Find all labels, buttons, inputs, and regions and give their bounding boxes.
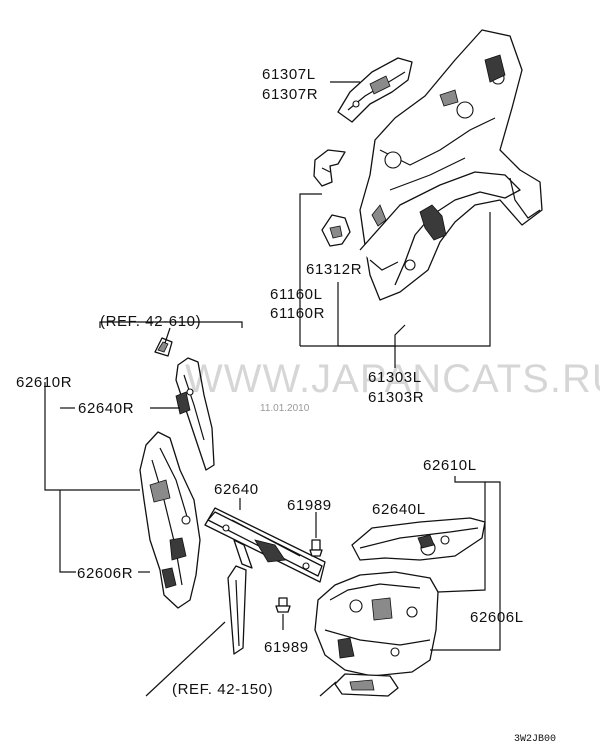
part-ref-42-610-clip	[154, 337, 173, 357]
label-61303L: 61303L	[368, 369, 422, 386]
label-61989-bottom: 61989	[264, 639, 309, 656]
label-61160R: 61160R	[270, 305, 325, 322]
label-61303R: 61303R	[368, 389, 424, 406]
label-62610R: 62610R	[16, 374, 72, 391]
leaders-upper	[299, 81, 491, 368]
date-stamp: 11.01.2010	[260, 403, 310, 414]
part-61160-clip	[313, 149, 346, 187]
part-62640L-rail	[351, 517, 486, 561]
diagram-code: 3W2JB00	[514, 734, 556, 745]
label-62640: 62640	[214, 481, 259, 498]
label-ref-42-150: (REF. 42-150)	[172, 681, 273, 698]
label-61312R: 61312R	[306, 261, 362, 278]
part-61312R-plate	[321, 214, 351, 247]
label-62610L: 62610L	[423, 457, 477, 474]
label-62640L: 62640L	[372, 501, 426, 518]
leaders-left	[44, 321, 243, 573]
part-61989-bolt-top	[309, 539, 323, 557]
label-ref-42-610: (REF. 42-610)	[100, 313, 201, 330]
label-62606L: 62606L	[470, 609, 524, 626]
part-ref-42-150-post	[227, 565, 247, 655]
part-62640-crossmember	[204, 507, 326, 583]
label-62606R: 62606R	[77, 565, 133, 582]
watermark: WWW.JAPANCATS.RU	[185, 357, 600, 401]
leaders-center	[145, 498, 337, 697]
label-62640R: 62640R	[78, 400, 134, 417]
label-61307L: 61307L	[262, 66, 316, 83]
part-62606L-housing	[314, 571, 439, 697]
part-61307-bracket	[337, 57, 413, 123]
part-61303-wheelhouse	[359, 29, 543, 301]
label-61160L: 61160L	[270, 286, 323, 303]
label-61307R: 61307R	[262, 86, 318, 103]
leaders-lower-right	[430, 476, 501, 651]
label-61989-top: 61989	[287, 497, 332, 514]
part-62606R-panel	[139, 431, 201, 609]
part-61989-bolt-bottom	[275, 597, 291, 613]
